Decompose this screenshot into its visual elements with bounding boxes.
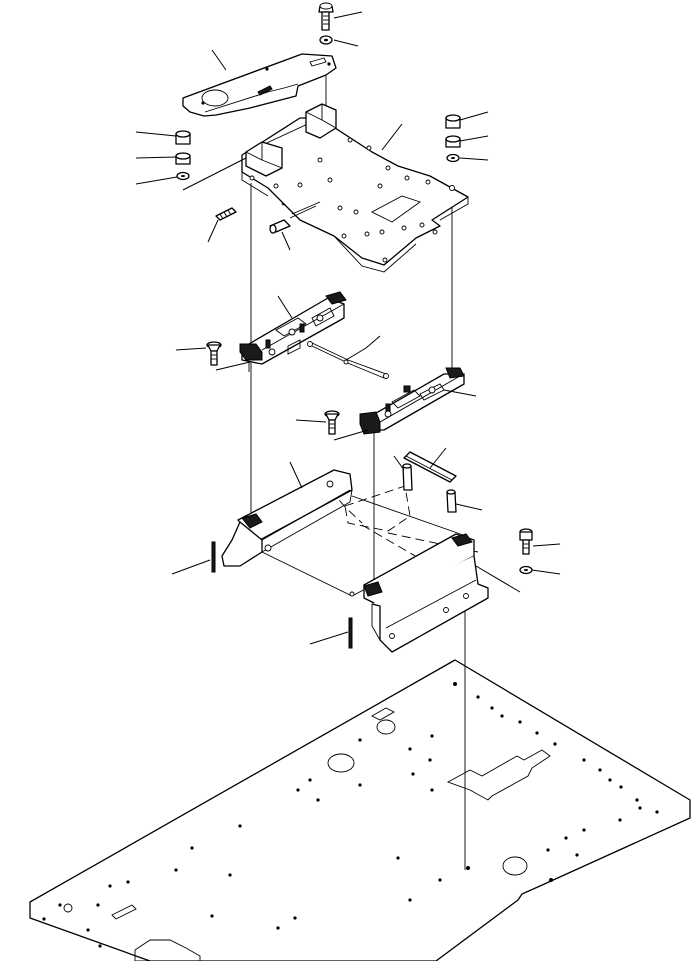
leader-c19 bbox=[295, 419, 327, 423]
right-nut-stack bbox=[445, 114, 461, 163]
leader-c1 bbox=[333, 11, 363, 19]
leader-c27 bbox=[532, 543, 561, 547]
leader-c24 bbox=[455, 503, 483, 511]
leader-c18 bbox=[443, 389, 477, 397]
leader-c14 bbox=[277, 295, 293, 319]
leader-c3 bbox=[211, 49, 227, 71]
leader-c15 bbox=[345, 335, 381, 361]
leader-c25 bbox=[171, 559, 211, 575]
leader-c5 bbox=[459, 111, 489, 121]
leader-c12 bbox=[207, 219, 219, 243]
leader-c4 bbox=[381, 123, 403, 151]
leader-c13 bbox=[281, 231, 291, 251]
side-bolt bbox=[519, 528, 533, 555]
rail-screw-left bbox=[206, 341, 222, 366]
frame-pin-left bbox=[211, 541, 216, 573]
base-frame bbox=[221, 469, 489, 653]
leader-c10 bbox=[135, 176, 178, 185]
small-pin bbox=[269, 201, 321, 234]
small-spring bbox=[215, 207, 237, 221]
leader-c9 bbox=[135, 156, 177, 159]
floor-holes bbox=[42, 682, 659, 948]
frame-pin-right bbox=[348, 617, 353, 649]
leader-c16 bbox=[175, 347, 207, 351]
leader-c23 bbox=[393, 455, 405, 471]
top-bolt bbox=[318, 2, 334, 31]
stopper-bar-long bbox=[403, 451, 457, 483]
leader-c17 bbox=[215, 361, 251, 371]
right-slide-rail bbox=[359, 367, 465, 435]
leader-c8 bbox=[135, 131, 177, 137]
leader-c2 bbox=[333, 39, 359, 47]
leader-c21 bbox=[289, 461, 303, 489]
top-bracket-plate bbox=[182, 53, 337, 117]
leader-c26 bbox=[309, 631, 349, 645]
main-plate bbox=[241, 103, 469, 273]
latch-wire bbox=[307, 341, 389, 379]
side-washer bbox=[519, 565, 533, 575]
floor-plate bbox=[29, 659, 691, 961]
leader-c20 bbox=[333, 429, 369, 441]
left-slide-rail bbox=[239, 291, 347, 365]
leader-c28 bbox=[531, 569, 561, 575]
leader-c7 bbox=[459, 157, 489, 161]
top-washer bbox=[319, 35, 333, 45]
leader-c11 bbox=[182, 157, 247, 191]
leader-c29 bbox=[475, 565, 521, 593]
leader-c22 bbox=[429, 447, 447, 469]
rail-screw-right bbox=[324, 410, 340, 435]
left-nut-stack bbox=[175, 130, 191, 181]
leader-lines bbox=[135, 11, 561, 645]
stopper-block-b bbox=[446, 489, 457, 513]
leader-c6 bbox=[459, 135, 489, 142]
stopper-block-a bbox=[402, 463, 413, 491]
